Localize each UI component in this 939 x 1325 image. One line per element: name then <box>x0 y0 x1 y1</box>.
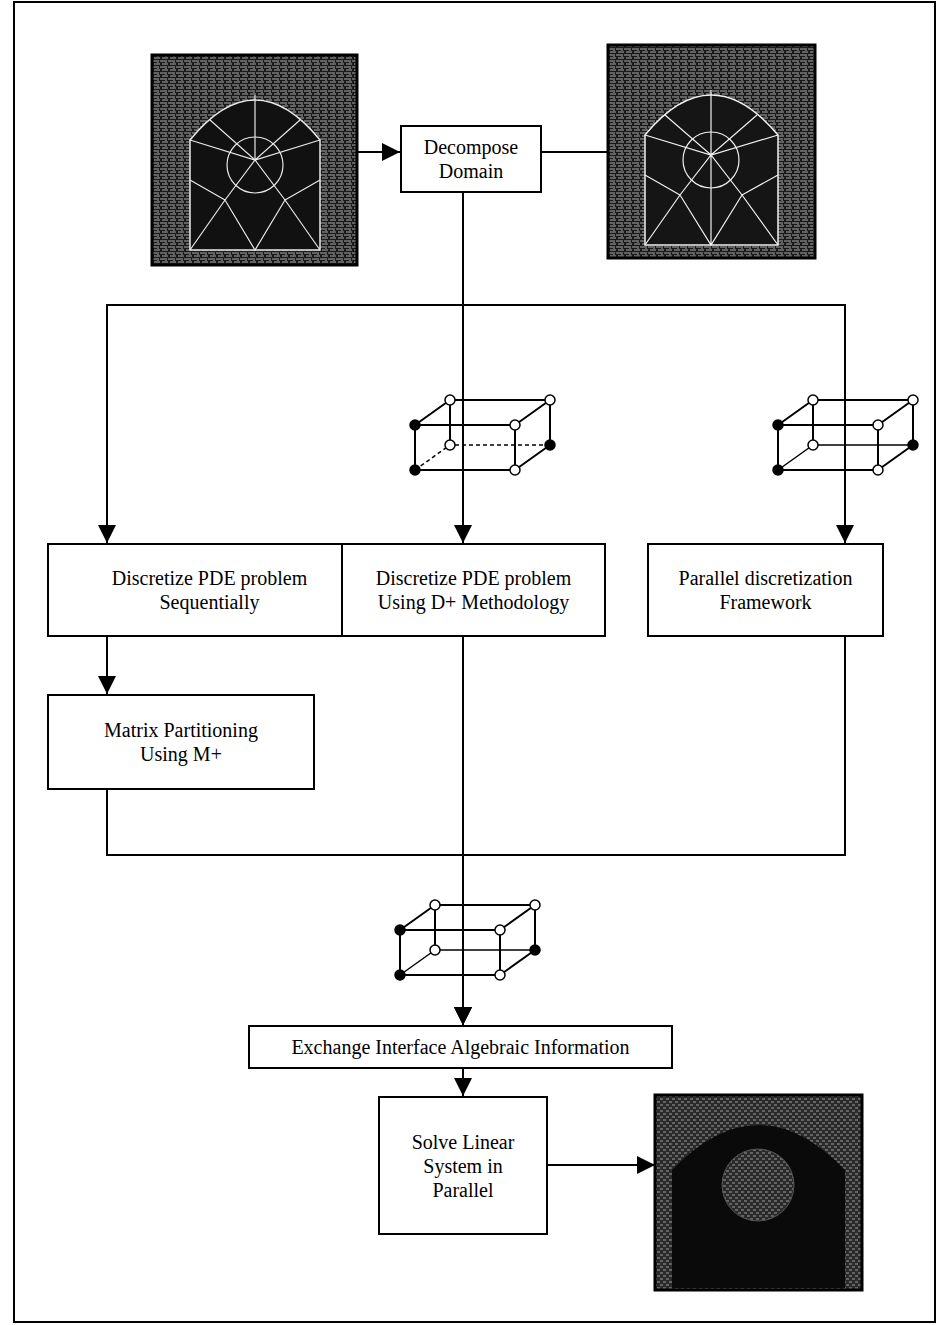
process-box: Exchange Interface Algebraic Information <box>248 1025 673 1069</box>
process-box: Decompose Domain <box>400 125 542 193</box>
flow-arrow <box>106 637 108 694</box>
page-frame <box>14 2 935 1322</box>
flow-arrow <box>463 193 845 543</box>
process-box: Discretize PDE problem Sequentially <box>47 543 372 637</box>
process-box: Solve Linear System in Parallel <box>378 1096 548 1235</box>
box-label: Solve Linear System in Parallel <box>408 1130 518 1202</box>
box-label: Matrix Partitioning Using M+ <box>81 718 281 766</box>
process-box: Discretize PDE problem Using D+ Methodol… <box>341 543 606 637</box>
box-label: Exchange Interface Algebraic Information <box>291 1035 629 1059</box>
box-label: Discretize PDE problem Sequentially <box>85 566 335 614</box>
process-box: Parallel discretization Framework <box>647 543 884 637</box>
input-arrow <box>357 151 400 153</box>
flow-arrow <box>107 193 463 543</box>
box-label: Decompose Domain <box>411 135 531 183</box>
processor-cube <box>410 395 555 475</box>
flow-arrow <box>462 1069 464 1096</box>
processor-cube <box>395 900 540 980</box>
flow-arrow <box>107 790 463 1025</box>
process-box: Matrix Partitioning Using M+ <box>47 694 315 790</box>
box-label: Parallel discretization Framework <box>661 566 871 614</box>
solution-picture <box>655 1095 862 1290</box>
processor-cubes <box>395 395 918 980</box>
flow-arrow <box>463 637 845 1025</box>
input-mesh-picture <box>152 55 357 265</box>
box-label: Discretize PDE problem Using D+ Methodol… <box>354 566 594 614</box>
decomposed-mesh-picture <box>608 45 815 258</box>
output-line <box>542 151 608 153</box>
result-arrow <box>548 1164 655 1166</box>
